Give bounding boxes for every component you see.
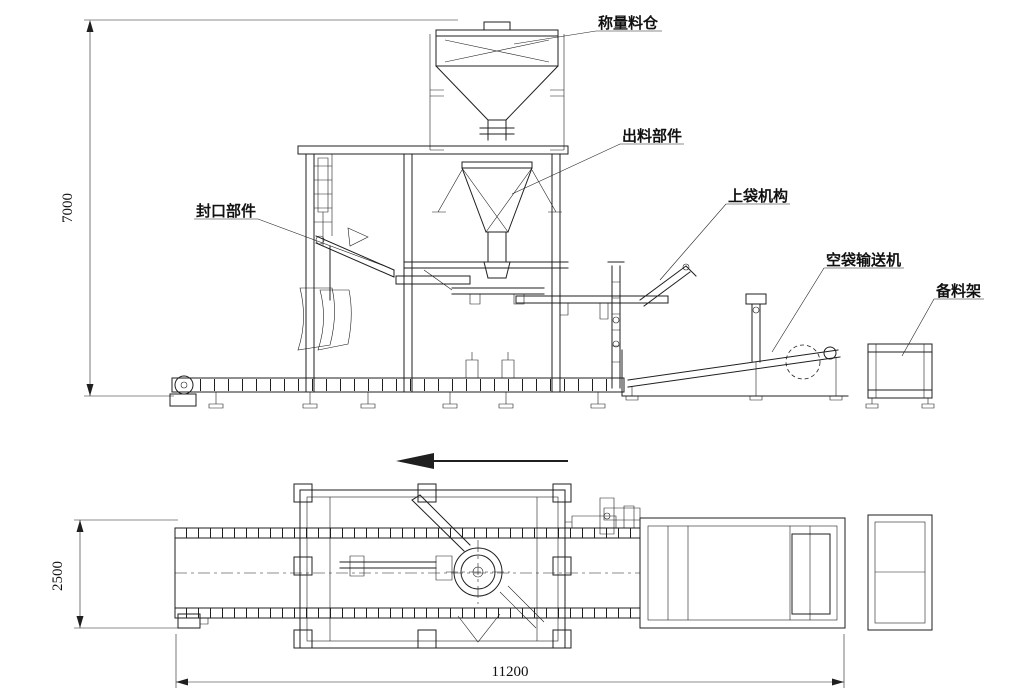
- material-rack-plan-drawing: [867, 514, 933, 631]
- empty-bag-conveyor-label: 空袋输送机: [826, 251, 901, 269]
- main-conveyor-drawing: [169, 375, 625, 409]
- empty-bag-conveyor-drawing: [621, 293, 849, 401]
- material-rack-front-drawing: [865, 343, 935, 409]
- center-mechanism-plan-drawing: [339, 494, 545, 643]
- weighing-hopper-label: 称量料仓: [598, 14, 659, 32]
- discharge-part-drawing: [423, 161, 562, 379]
- dimension-height-7000: 7000: [60, 19, 458, 397]
- dimension-length-11200: 11200: [175, 634, 845, 688]
- label-sealing-part: 封口部件: [194, 202, 391, 269]
- bag-loader-plan-drawing: [565, 497, 635, 535]
- label-weighing-hopper: 称量料仓: [513, 14, 662, 45]
- dimension-width-text: 2500: [50, 561, 66, 591]
- dimension-width-2500: 2500: [50, 519, 178, 629]
- sealing-part-label: 封口部件: [196, 202, 256, 220]
- discharge-part-label: 出料部件: [622, 127, 682, 145]
- main-frame-drawing: [297, 145, 569, 393]
- empty-bag-conveyor-plan-drawing: [603, 507, 846, 629]
- bag-loading-mechanism-drawing: [515, 261, 697, 389]
- weighing-hopper-drawing: [429, 21, 565, 151]
- machine-frame-plan-drawing: [293, 483, 572, 649]
- bag-loading-mechanism-label: 上袋机构: [728, 187, 788, 205]
- direction-arrow: [396, 453, 568, 469]
- label-discharge-part: 出料部件: [511, 127, 684, 195]
- label-material-rack: 备料架: [901, 282, 984, 357]
- dimensions: 7000 2500 11200: [50, 19, 845, 688]
- dimension-height-text: 7000: [60, 193, 76, 223]
- front-elevation-view: [169, 21, 935, 469]
- label-empty-bag-conveyor: 空袋输送机: [771, 251, 904, 353]
- main-conveyor-plan-drawing: [174, 527, 641, 629]
- callout-labels: 称量料仓 出料部件 封口部件 上袋机构 空袋输送机 备料架: [194, 14, 984, 357]
- label-bag-loading-mechanism: 上袋机构: [659, 187, 790, 281]
- material-rack-label: 备料架: [935, 282, 981, 300]
- dimension-length-text: 11200: [492, 664, 529, 680]
- plan-view: [174, 483, 933, 649]
- sealing-part-drawing: [297, 227, 395, 351]
